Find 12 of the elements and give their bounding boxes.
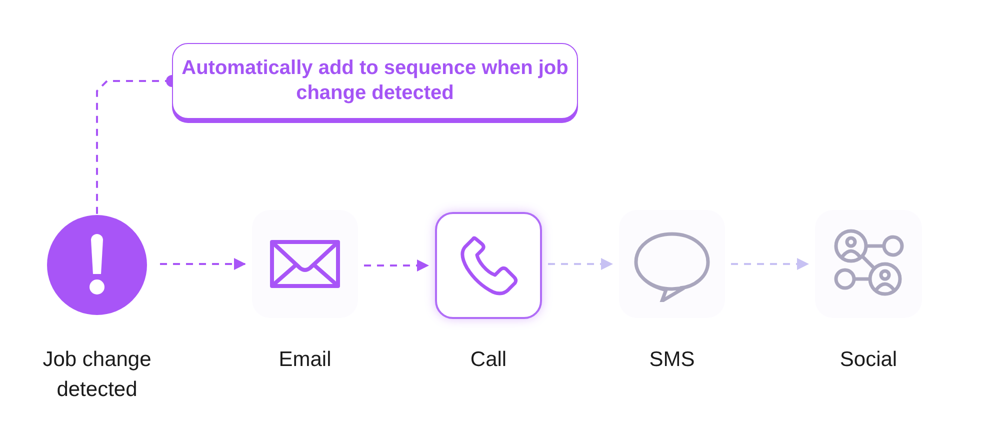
step-label: Social bbox=[838, 347, 898, 373]
arrow bbox=[160, 258, 246, 270]
channel-tile bbox=[619, 210, 725, 318]
arrow bbox=[731, 258, 809, 270]
step-label: Job change detected bbox=[42, 347, 152, 403]
step-label: Email bbox=[278, 347, 332, 373]
callout-text: Automatically add to sequence when job change detected bbox=[180, 56, 570, 106]
step-label: SMS bbox=[648, 347, 696, 373]
channel-tile bbox=[435, 212, 542, 319]
arrow bbox=[364, 260, 429, 272]
arrow bbox=[548, 258, 613, 270]
step-label: Call bbox=[469, 347, 508, 373]
